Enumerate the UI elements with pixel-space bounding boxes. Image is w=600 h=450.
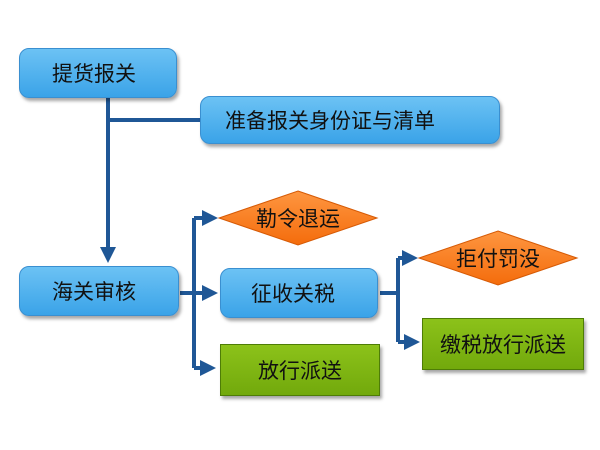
refuse-pay-confiscate-label: 拒付罚没	[456, 247, 540, 271]
customs-review-label: 海关审核	[52, 280, 136, 304]
levy-tax-box: 征收关税	[220, 268, 378, 318]
refuse-pay-confiscate-diamond-shape	[417, 230, 579, 286]
release-delivery-label: 放行派送	[258, 359, 342, 383]
customs-review-box: 海关审核	[19, 266, 179, 316]
pay-tax-release-delivery-box: 缴税放行派送	[422, 318, 584, 370]
pickup-declaration-box: 提货报关	[19, 48, 177, 98]
order-return-decision: 勒令退运	[217, 190, 379, 246]
pickup-declaration-label: 提货报关	[52, 62, 136, 86]
prepare-documents-box: 准备报关身份证与清单	[200, 96, 500, 144]
pay-tax-release-delivery-label: 缴税放行派送	[440, 333, 566, 357]
prepare-documents-label: 准备报关身份证与清单	[225, 109, 435, 133]
release-delivery-box: 放行派送	[220, 344, 380, 396]
levy-tax-label: 征收关税	[251, 282, 335, 306]
order-return-label: 勒令退运	[256, 207, 340, 231]
order-return-diamond-shape	[217, 190, 379, 246]
refuse-pay-confiscate-decision: 拒付罚没	[417, 230, 579, 286]
